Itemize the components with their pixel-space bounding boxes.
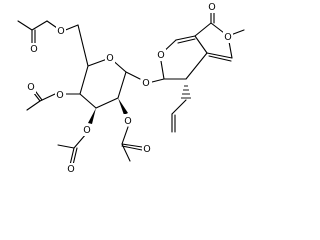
oxygen-label-c4-carbonyl: O [27, 82, 34, 93]
c3-acetate-group [57, 108, 96, 166]
oxygen-label-c6: O [57, 26, 64, 37]
chemical-structure-diagram: O O O O O O O O O O O O O [17, 1, 245, 175]
oxygen-label-c3-carbonyl: O [67, 164, 74, 175]
oxygen-label-c4: O [56, 90, 63, 101]
c2-acetate-group [118, 98, 143, 162]
oxygen-label-c2-carbonyl: O [143, 144, 150, 155]
primary-acetate-group [17, 20, 79, 46]
oxygen-label-c3: O [83, 125, 90, 136]
oxygen-label-lactone: O [224, 32, 231, 43]
oxygen-label-glycosidic: O [142, 78, 149, 89]
aglycone-ring-system [159, 7, 245, 80]
glucopyranose-ring [77, 24, 127, 109]
vinyl-group [171, 85, 191, 133]
oxygen-label-carbonyl: O [208, 2, 215, 13]
glycosidic-linkage [125, 71, 165, 83]
oxygen-label-ring: O [106, 53, 113, 64]
oxygen-labels: O O O O O O O O O O O O O [26, 1, 233, 175]
oxygen-label-c6-carbonyl: O [30, 44, 37, 55]
oxygen-label-c2: O [124, 116, 131, 127]
oxygen-label-pyran: O [157, 50, 164, 61]
